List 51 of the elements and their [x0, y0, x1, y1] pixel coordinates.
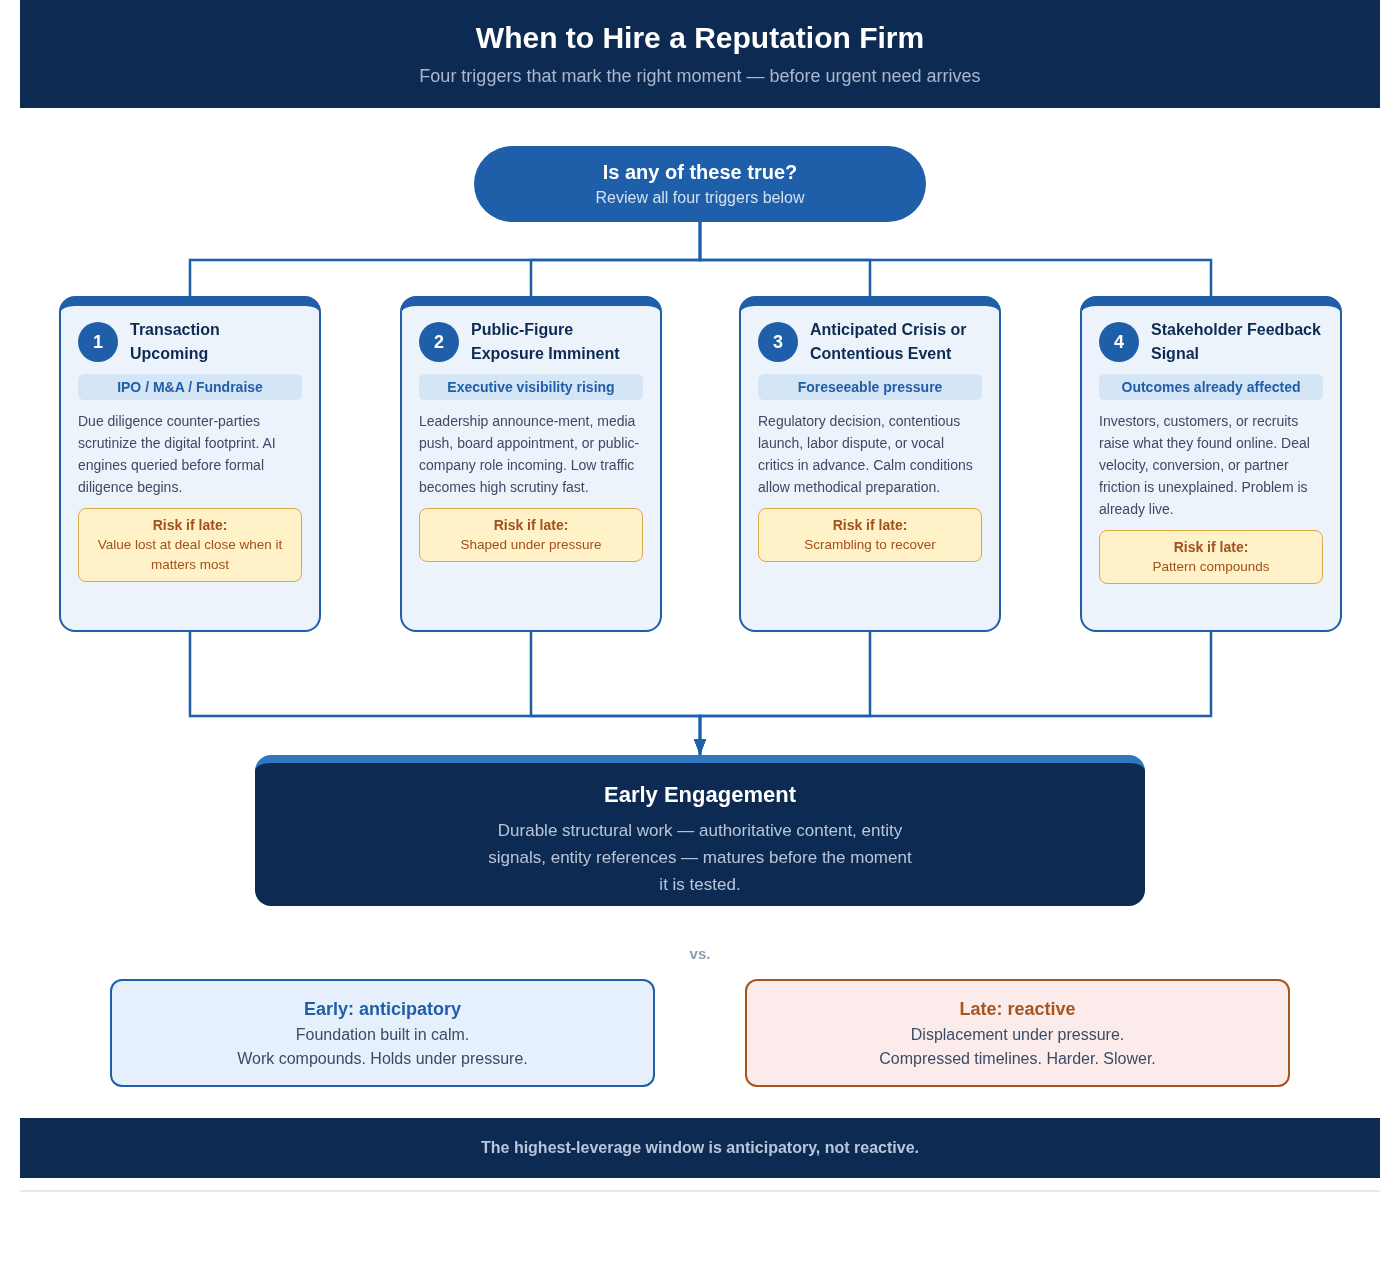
category-tag: Outcomes already affected [1099, 374, 1323, 400]
step-number: 1 [78, 322, 118, 362]
outcome-panel [255, 755, 1145, 906]
comparison-card [110, 979, 655, 1087]
comparison-card [745, 979, 1290, 1087]
card-description: Investors, customers, or recruits raise what they found online. Deal velocity, conversion, or partner friction is unexplained. Problem is already live. [1099, 412, 1311, 519]
risk-callout [419, 508, 643, 562]
step-number: 2 [419, 322, 459, 362]
card-heading: Anticipated Crisis or Contentious Event [810, 320, 968, 364]
connector-line [698, 222, 1213, 296]
footer-quote: The highest-leverage window is anticipatory, not reactive. [481, 1138, 919, 1158]
trigger-card [59, 296, 321, 632]
comparison-heading: Early: anticipatory [303, 998, 462, 1021]
risk-callout [78, 508, 302, 582]
trigger-card [739, 296, 1001, 632]
risk-callout [758, 508, 982, 562]
card-heading: Stakeholder Feedback Signal [1151, 320, 1322, 364]
panel-heading: Early Engagement [604, 781, 796, 809]
card-description: Due diligence counter-parties scrutinize the digital footprint. AI engines queried before formal diligence begins. [78, 412, 277, 497]
risk-text: Shaped under pressure [460, 536, 602, 554]
category-tag: Executive visibility rising [419, 374, 643, 400]
comparison-heading: Late: reactive [959, 998, 1076, 1021]
risk-callout [1099, 530, 1323, 584]
card-heading: Public-Figure Exposure Imminent [471, 320, 621, 364]
card-heading: Transaction Upcoming [130, 320, 221, 364]
trigger-card [400, 296, 662, 632]
panel-description: Durable structural work — authoritative content, entity signals, entity references — matures before the moment it is tested. [487, 820, 913, 896]
risk-label: Risk if late: [1173, 538, 1249, 557]
question-heading: Is any of these true? [602, 160, 798, 185]
category-tag: IPO / M&A / Fundraise [78, 374, 302, 400]
category-tag: Foreseeable pressure [758, 374, 982, 400]
arrow [694, 632, 1213, 755]
versus-label: vs. [688, 944, 712, 964]
risk-label: Risk if late: [493, 516, 569, 535]
question-subtext: Review all four triggers below [595, 188, 805, 208]
trigger-card [1080, 296, 1342, 632]
risk-text: Value lost at deal close when it matters most [96, 536, 284, 574]
comparison-text: Displacement under pressure. [910, 1025, 1125, 1045]
title: When to Hire a Reputation Firm [475, 20, 925, 56]
subtitle: Four triggers that mark the right moment — before urgent need arrives [419, 65, 981, 88]
comparison-text: Compressed timelines. Harder. Slower. [879, 1049, 1156, 1069]
comparison-text: Work compounds. Holds under pressure. [237, 1049, 528, 1069]
card-description: Regulatory decision, contentious launch, labor dispute, or vocal critics in advance. Calm conditions allow methodical preparation. [758, 412, 974, 497]
risk-label: Risk if late: [832, 516, 908, 535]
step-number: 4 [1099, 322, 1139, 362]
comparison-text: Foundation built in calm. [295, 1025, 470, 1045]
risk-label: Risk if late: [152, 516, 228, 535]
card-description: Leadership announce-ment, media push, board appointment, or public-company role incoming. Low traffic becomes high scrutiny fast. [419, 412, 641, 497]
step-number: 3 [758, 322, 798, 362]
risk-text: Pattern compounds [1152, 558, 1270, 576]
risk-text: Scrambling to recover [804, 536, 936, 554]
